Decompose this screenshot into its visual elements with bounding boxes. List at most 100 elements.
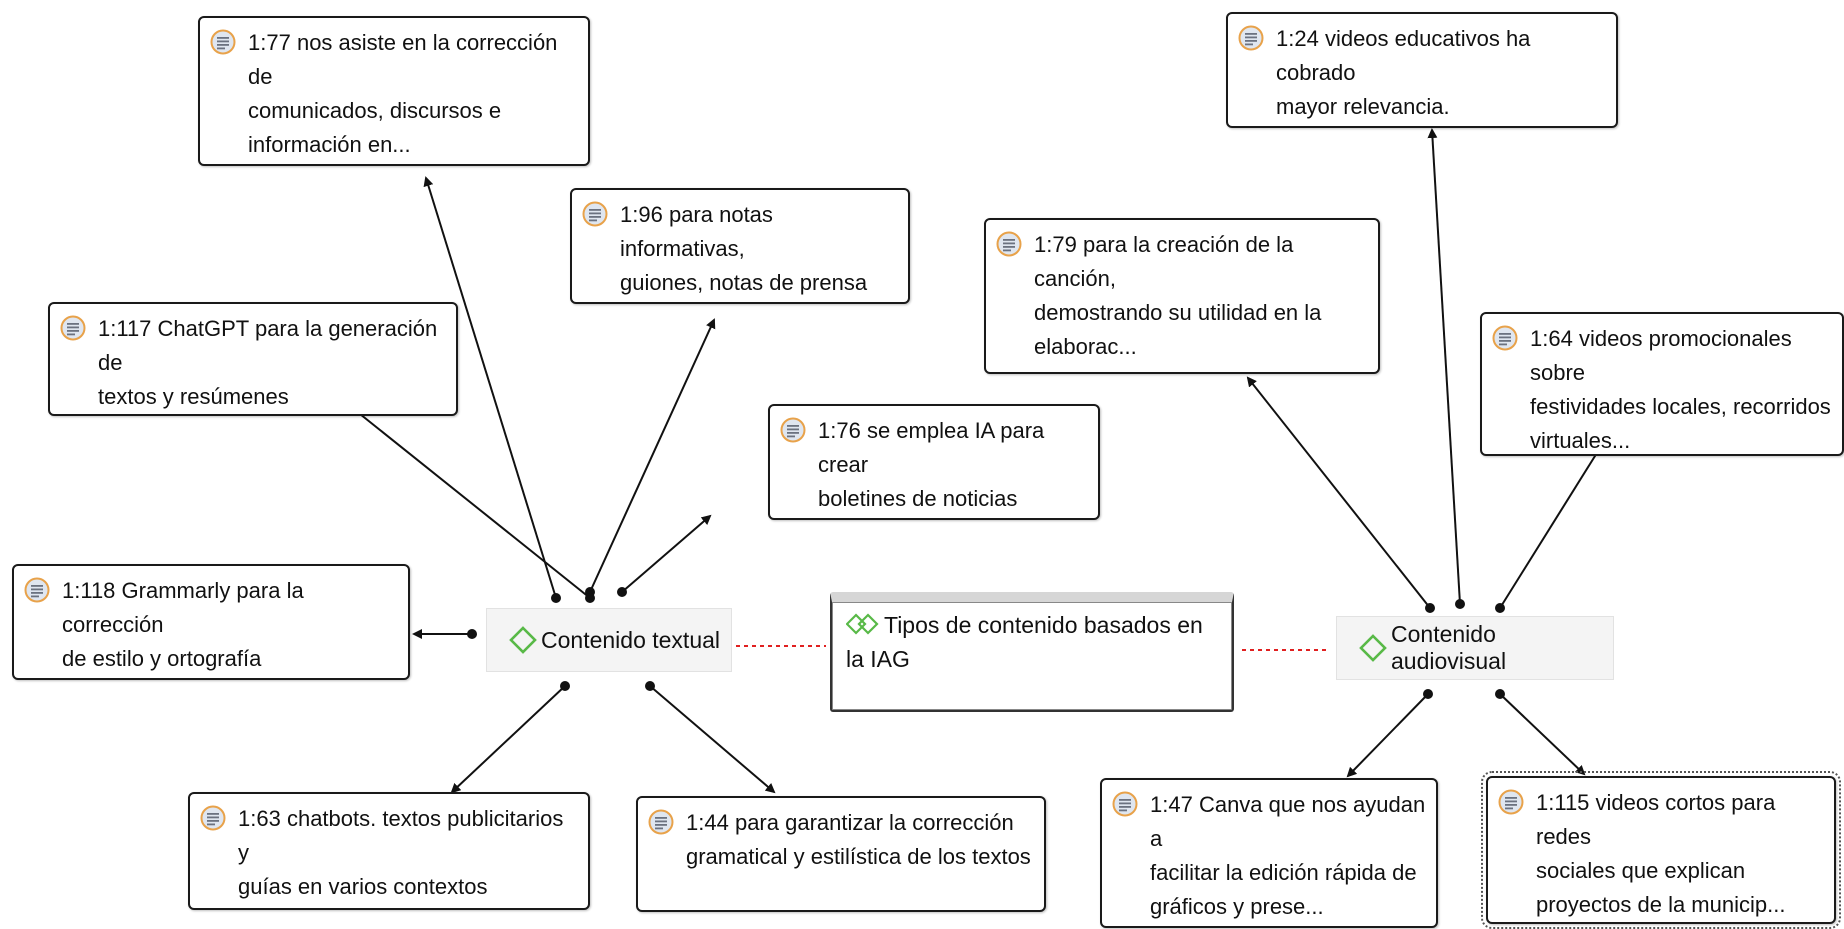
quote-text: 1:118 Grammarly para la corrección de es… (62, 574, 398, 676)
quote-line: Canva que nos ayudan a (1150, 792, 1426, 851)
link-audiovisual-1-64-handle[interactable] (1495, 603, 1505, 613)
quote-id: 1:44 (686, 810, 729, 835)
document-quotation-icon (24, 577, 50, 603)
quote-node-1-96[interactable]: 1:96 para notas informativas, guiones, n… (570, 188, 910, 304)
link-audiovisual-1-79 (1246, 376, 1431, 609)
quote-id: 1:47 (1150, 792, 1193, 817)
green-diamond-icon (1359, 634, 1387, 662)
quote-text: 1:47 Canva que nos ayudan a facilitar la… (1150, 788, 1426, 924)
link-audiovisual-1-79-handle[interactable] (1425, 603, 1435, 613)
link-audiovisual-1-24-handle[interactable] (1455, 599, 1465, 609)
link-audiovisual-1-24 (1427, 128, 1461, 605)
quote-line: para la creación de la canción, (1034, 232, 1294, 291)
quote-line: guiones, notas de prensa (620, 270, 868, 295)
quote-line: videos educativos ha cobrado (1276, 26, 1531, 85)
link-textual-1-76-handle[interactable] (617, 587, 627, 597)
quote-id: 1:117 (98, 316, 152, 341)
quote-text: 1:117 ChatGPT para la generación de text… (98, 312, 446, 414)
green-diamond-icon (509, 626, 537, 654)
quote-text: 1:63 chatbots. textos publicitarios y gu… (238, 802, 578, 904)
quote-node-1-44[interactable]: 1:44 para garantizar la corrección grama… (636, 796, 1046, 912)
link-textual-1-96 (589, 318, 716, 593)
link-textual-1-44 (649, 685, 776, 794)
quote-line: Grammarly para la corrección (62, 578, 304, 637)
link-audiovisual-1-115-handle[interactable] (1495, 689, 1505, 699)
quote-node-1-64[interactable]: 1:64 videos promocionales sobre festivid… (1480, 312, 1844, 456)
quote-node-1-117[interactable]: 1:117 ChatGPT para la generación de text… (48, 302, 458, 416)
link-textual-1-44-handle[interactable] (645, 681, 655, 691)
quote-node-1-115[interactable]: 1:115 videos cortos para redes sociales … (1481, 771, 1841, 929)
quote-line: información en... (248, 132, 411, 157)
quote-node-1-47[interactable]: 1:47 Canva que nos ayudan a facilitar la… (1100, 778, 1438, 928)
quote-line: proyectos de la municip... (1536, 892, 1786, 917)
code-label: Contenido textual (541, 626, 721, 653)
document-quotation-icon (210, 29, 236, 55)
quote-id: 1:63 (238, 806, 281, 831)
document-quotation-icon (1498, 789, 1524, 815)
quote-line: para garantizar la corrección (734, 810, 1014, 835)
document-quotation-icon (648, 809, 674, 835)
quote-line: nos asiste en la corrección de (248, 30, 558, 89)
quote-line: sociales que explican (1536, 858, 1746, 883)
document-quotation-icon (1238, 25, 1264, 51)
quote-line: gramatical y estilística de los textos (686, 844, 1031, 869)
code-node-contenido-audiovisual[interactable]: Contenido audiovisual (1336, 616, 1614, 680)
quote-node-1-63[interactable]: 1:63 chatbots. textos publicitarios y gu… (188, 792, 590, 910)
double-diamond-icon (845, 613, 879, 635)
quote-line: guías en varios contextos (238, 874, 488, 899)
quote-text: 1:77 nos asiste en la corrección de comu… (248, 26, 578, 162)
document-quotation-icon (60, 315, 86, 341)
root-label: Tipos de contenido basados en la IAG (846, 612, 1203, 672)
quote-id: 1:115 (1536, 790, 1590, 815)
quote-node-1-24[interactable]: 1:24 videos educativos ha cobrado mayor … (1226, 12, 1618, 128)
quote-id: 1:64 (1530, 326, 1573, 351)
quote-line: demostrando su utilidad en la (1034, 300, 1322, 325)
quote-line: virtuales... (1530, 428, 1631, 453)
quote-line: facilitar la edición rápida de (1150, 860, 1417, 885)
link-audiovisual-1-47 (1346, 693, 1429, 778)
quote-node-1-118[interactable]: 1:118 Grammarly para la corrección de es… (12, 564, 410, 680)
document-quotation-icon (1112, 791, 1138, 817)
quote-text: 1:115 videos cortos para redes sociales … (1536, 786, 1824, 922)
quote-line: videos cortos para redes (1536, 790, 1776, 849)
quote-line: mayor relevancia. (1276, 94, 1450, 119)
quote-id: 1:77 (248, 30, 291, 55)
link-textual-1-77-handle[interactable] (551, 593, 561, 603)
quote-line: de estilo y ortografía (62, 646, 262, 671)
root-node-tipos-de-contenido[interactable]: Tipos de contenido basados en la IAG (830, 592, 1234, 712)
link-textual-1-117-handle[interactable] (585, 593, 595, 603)
quote-node-1-77[interactable]: 1:77 nos asiste en la corrección de comu… (198, 16, 590, 166)
quote-line: textos y resúmenes (98, 384, 289, 409)
document-quotation-icon (582, 201, 608, 227)
quote-line: se emplea IA para crear (818, 418, 1045, 477)
quote-node-1-76[interactable]: 1:76 se emplea IA para crear boletines d… (768, 404, 1100, 520)
link-textual-1-76 (621, 514, 712, 593)
quote-line: ChatGPT para la generación de (98, 316, 438, 375)
document-quotation-icon (1492, 325, 1518, 351)
code-label: Contenido audiovisual (1391, 621, 1507, 674)
quote-line: boletines de noticias (818, 486, 1018, 511)
quote-line: gráficos y prese... (1150, 894, 1324, 919)
quote-id: 1:118 (62, 578, 116, 603)
quote-line: chatbots. textos publicitarios y (238, 806, 564, 865)
quote-node-1-79[interactable]: 1:79 para la creación de la canción, dem… (984, 218, 1380, 374)
quote-text: 1:44 para garantizar la corrección grama… (686, 806, 1034, 874)
quote-text: 1:96 para notas informativas, guiones, n… (620, 198, 898, 300)
quote-text: 1:64 videos promocionales sobre festivid… (1530, 322, 1832, 458)
quote-text: 1:79 para la creación de la canción, dem… (1034, 228, 1368, 364)
quote-text: 1:76 se emplea IA para crear boletines d… (818, 414, 1088, 516)
quote-line: comunicados, discursos e (248, 98, 502, 123)
link-textual-1-63-handle[interactable] (560, 681, 570, 691)
link-audiovisual-1-115 (1499, 693, 1586, 776)
quote-id: 1:24 (1276, 26, 1319, 51)
link-textual-1-77 (423, 176, 557, 599)
quote-line: videos promocionales sobre (1530, 326, 1792, 385)
document-quotation-icon (996, 231, 1022, 257)
link-textual-1-63 (450, 685, 566, 794)
link-audiovisual-1-47-handle[interactable] (1423, 689, 1433, 699)
quote-id: 1:96 (620, 202, 663, 227)
document-quotation-icon (200, 805, 226, 831)
link-textual-1-118-handle[interactable] (467, 629, 477, 639)
quote-text: 1:24 videos educativos ha cobrado mayor … (1276, 22, 1606, 124)
code-node-contenido-textual[interactable]: Contenido textual (486, 608, 732, 672)
